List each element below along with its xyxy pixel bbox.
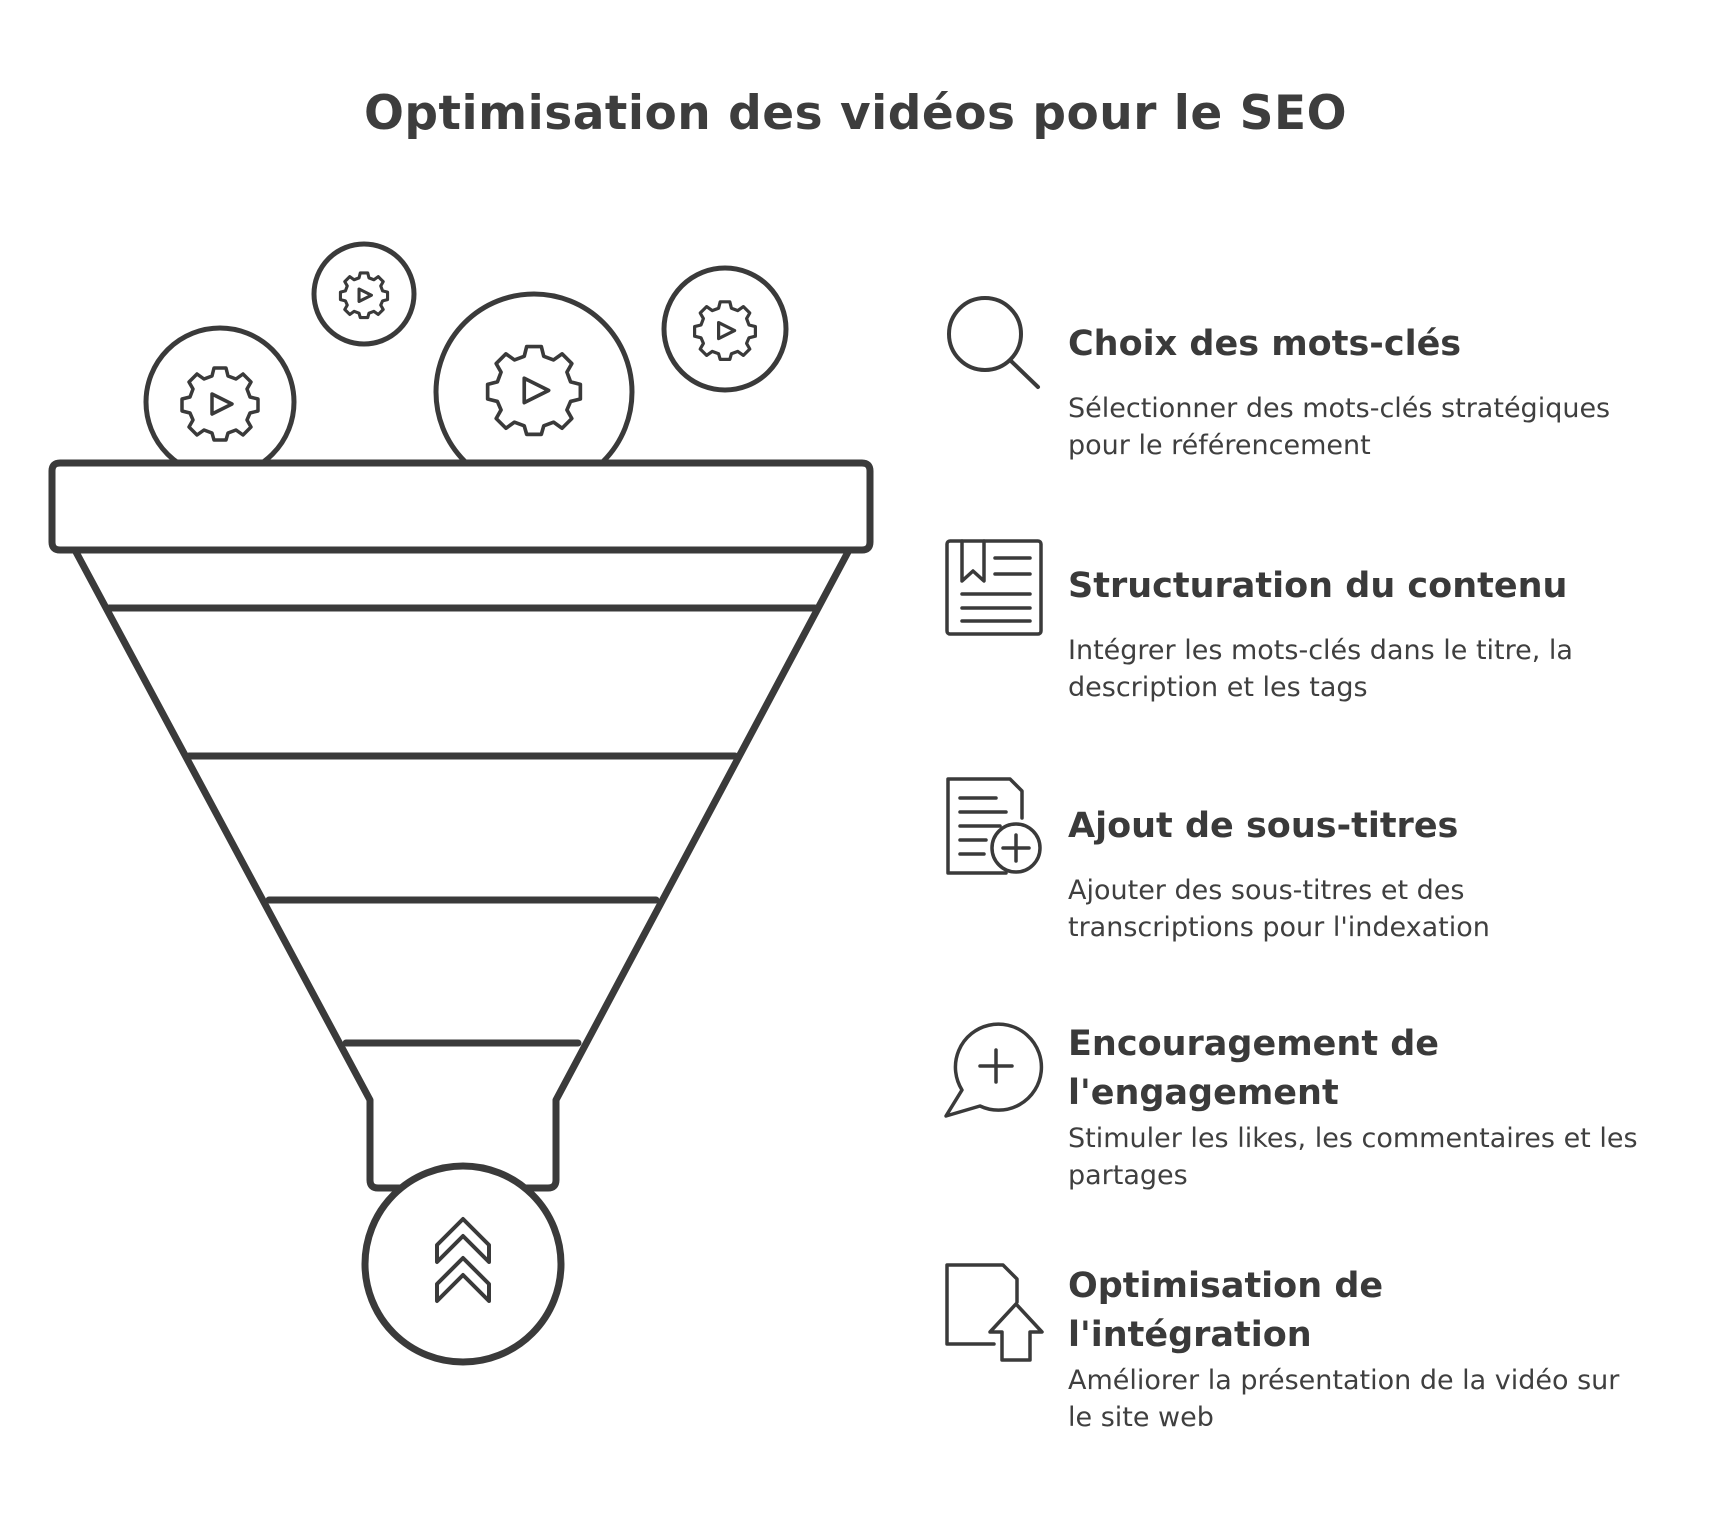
funnel-rim [48, 459, 874, 554]
step-description: Sélectionner des mots-clés stratégiques … [1068, 393, 1611, 461]
step-title: Optimisation de l'intégration [1068, 1266, 1384, 1355]
video-gear-icon [661, 265, 789, 393]
step-title: Structuration du contenu [1068, 566, 1568, 606]
step-description: Stimuler les likes, les commentaires et … [1068, 1123, 1638, 1191]
video-gear-icon [311, 241, 417, 347]
step-content-structure: Structuration du contenu Intégrer les mo… [940, 536, 1660, 706]
document-add-icon [946, 777, 1042, 875]
step-description: Ajouter des sous-titres et des transcrip… [1068, 875, 1490, 943]
step-description: Améliorer la présentation de la vidéo su… [1068, 1365, 1620, 1433]
video-gear-icon [143, 325, 297, 479]
file-upload-icon [945, 1263, 1044, 1362]
funnel-stage-dividers [105, 604, 819, 1047]
chat-add-icon [944, 1022, 1044, 1118]
page-title: Optimisation des vidéos pour le SEO [363, 86, 1348, 141]
step-title: Choix des mots-clés [1068, 324, 1462, 364]
step-keywords: Choix des mots-clés Sélectionner des mot… [940, 294, 1660, 464]
funnel-body [72, 548, 852, 1192]
step-title: Encouragement de l'engagement [1068, 1024, 1440, 1113]
step-title: Ajout de sous-titres [1068, 806, 1459, 846]
step-description: Intégrer les mots-clés dans le titre, la… [1068, 635, 1573, 703]
magnifier-icon [947, 296, 1040, 389]
funnel-diagram [48, 241, 874, 1366]
step-subtitles: Ajout de sous-titres Ajouter des sous-ti… [940, 776, 1660, 946]
step-engagement: Encouragement de l'engagement Stimuler l… [940, 1020, 1660, 1200]
document-bookmark-icon [945, 539, 1043, 636]
double-chevron-up-icon [361, 1162, 565, 1366]
step-embedding: Optimisation de l'intégration Améliorer … [940, 1262, 1660, 1442]
